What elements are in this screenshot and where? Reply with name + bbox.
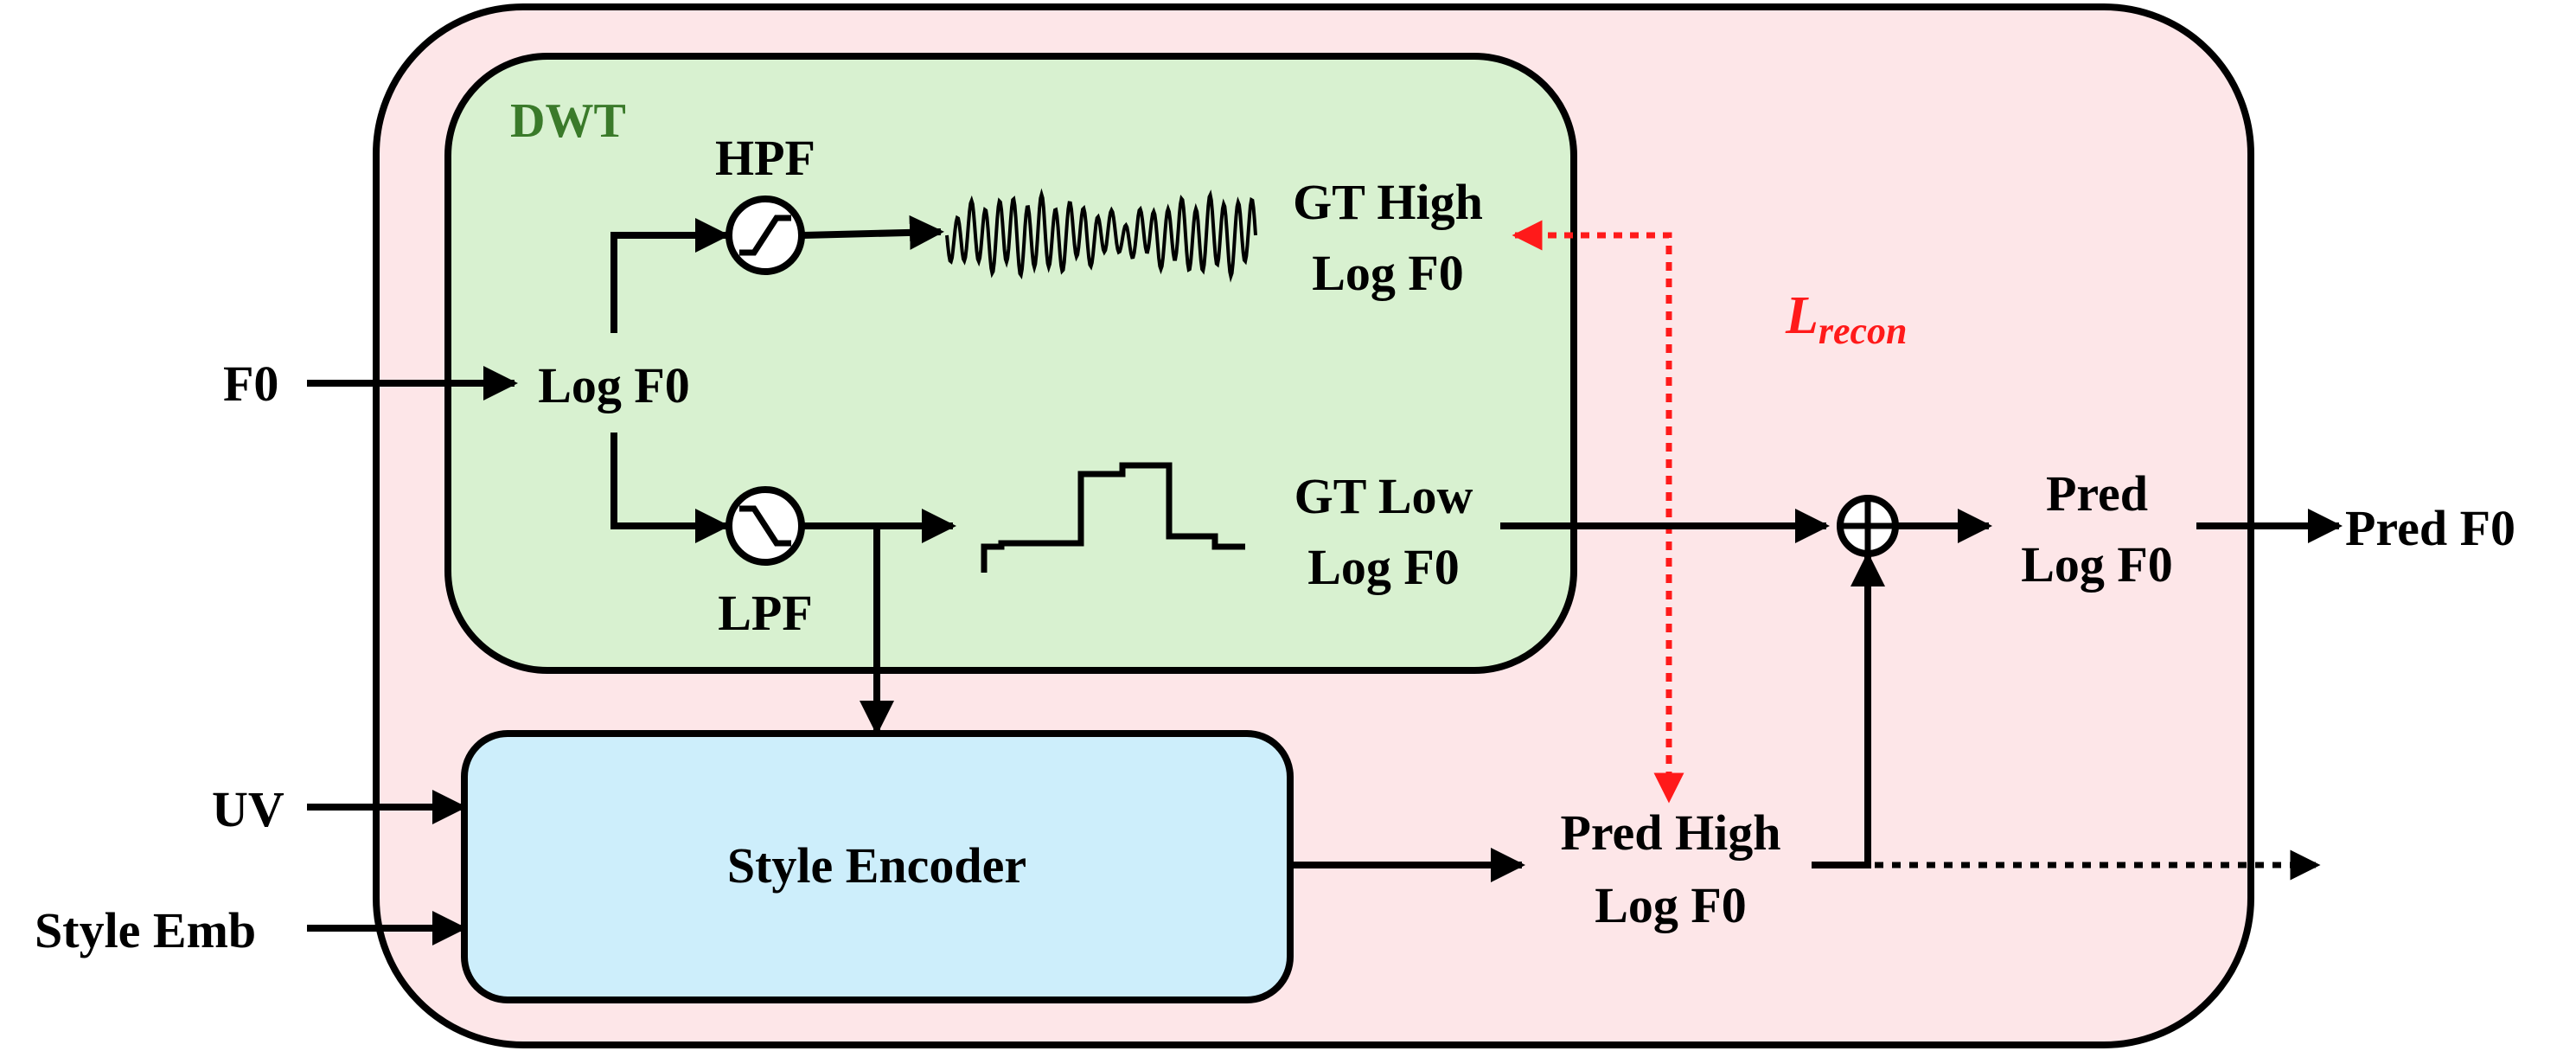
- gt-high-waveform: [945, 188, 1257, 283]
- hpf-label: HPF: [715, 130, 815, 186]
- gt-low-label-line1: GT Low: [1294, 468, 1473, 524]
- log-f0-label: Log F0: [538, 357, 690, 413]
- style-encoder-label: Style Encoder: [727, 837, 1026, 894]
- high-pass-filter-icon: [725, 195, 805, 275]
- gt-high-label-line1: GT High: [1293, 174, 1483, 230]
- gt-low-label-line2: Log F0: [1307, 539, 1460, 595]
- pred-logf0-label-line1: Pred: [2046, 465, 2148, 522]
- low-pass-filter-icon: [725, 486, 805, 566]
- hpf-to-wave-arrow: [802, 215, 944, 250]
- pred-high-to-adder-arrow: [1812, 552, 1885, 868]
- recon-loss-label: Lrecon: [1785, 286, 1908, 352]
- circled-plus-icon: [1837, 495, 1899, 557]
- logf0-to-lpf-arrow: [610, 433, 730, 543]
- gt-high-label-line2: Log F0: [1312, 245, 1464, 301]
- lpf-label: LPF: [718, 585, 813, 641]
- input-f0-label: F0: [223, 356, 278, 412]
- dwt-title: DWT: [510, 94, 626, 148]
- logf0-to-hpf-arrow: [610, 218, 730, 333]
- input-style-emb-label: Style Emb: [35, 902, 256, 958]
- input-uv-label: UV: [212, 781, 284, 837]
- pred-f0-label: Pred F0: [2345, 500, 2515, 556]
- pred-logf0-label-line2: Log F0: [2021, 536, 2173, 593]
- gt-low-step-waveform: [981, 462, 1245, 573]
- pred-high-label-line1: Pred High: [1560, 804, 1780, 861]
- recon-loss-dotted-link: [1512, 220, 1684, 804]
- pred-high-label-line2: Log F0: [1595, 877, 1747, 933]
